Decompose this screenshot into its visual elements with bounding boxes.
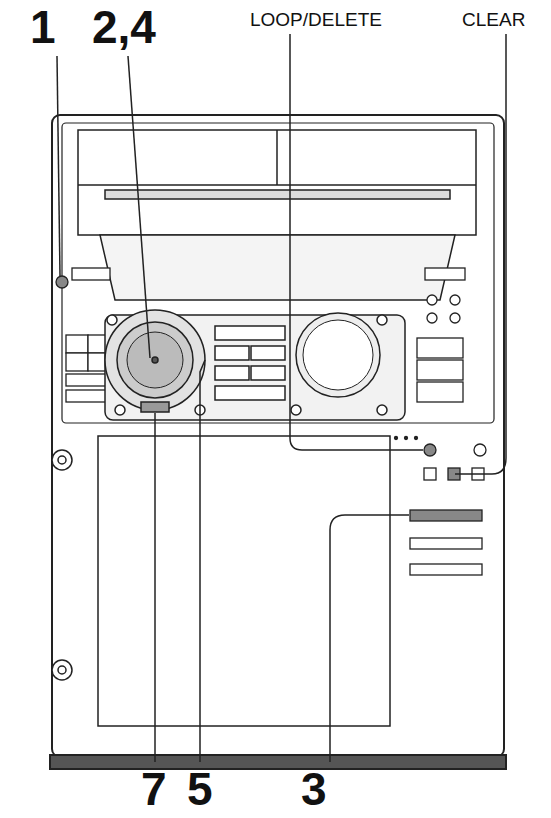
tape-deck	[52, 450, 72, 470]
housing	[52, 115, 504, 757]
front-buttons	[424, 468, 436, 480]
control-panel	[105, 315, 405, 420]
leader-line	[290, 34, 423, 450]
right-buttons	[427, 313, 437, 323]
tape-deck	[58, 666, 66, 674]
control-panel	[215, 326, 285, 340]
front-buttons	[474, 444, 486, 456]
control-panel	[377, 405, 387, 415]
front-buttons	[415, 437, 418, 440]
left-buttons	[66, 335, 88, 353]
leader-line	[57, 56, 60, 276]
control-panel	[377, 315, 387, 325]
cd-lid	[276, 130, 278, 185]
housing	[50, 115, 506, 769]
callout-number: 5	[187, 766, 213, 812]
left-buttons	[72, 268, 110, 280]
front-buttons	[410, 564, 482, 575]
housing	[62, 123, 494, 423]
control-panel	[115, 405, 125, 415]
front-buttons	[410, 538, 482, 549]
right-buttons	[417, 382, 463, 402]
tape-deck	[52, 436, 390, 726]
right-buttons	[417, 360, 463, 380]
control-panel	[105, 310, 205, 410]
left-buttons	[66, 374, 110, 386]
front-buttons	[395, 437, 398, 440]
left-buttons	[56, 268, 110, 402]
leader-line	[154, 413, 156, 762]
right-buttons	[425, 268, 465, 280]
tape-deck	[98, 436, 390, 726]
housing	[50, 755, 506, 769]
tape-deck	[52, 660, 72, 680]
right-buttons	[450, 295, 460, 305]
leader-line	[455, 34, 506, 474]
left-buttons	[56, 276, 68, 288]
front-buttons	[410, 510, 482, 521]
control-panel	[251, 346, 285, 360]
control-panel	[291, 405, 301, 415]
control-panel	[215, 366, 249, 380]
leader-line	[128, 56, 150, 358]
callout-number: 7	[141, 766, 167, 812]
cd-lid	[78, 130, 476, 300]
right-buttons	[417, 338, 463, 358]
callout-number: 3	[301, 766, 327, 812]
control-panel	[141, 402, 169, 412]
leader-line	[200, 360, 205, 762]
control-panel	[215, 346, 249, 360]
control-panel	[105, 310, 405, 420]
control-panel	[152, 357, 158, 363]
tape-deck	[58, 456, 66, 464]
front-buttons	[405, 437, 408, 440]
button-name: LOOP/DELETE	[250, 10, 382, 29]
left-buttons	[66, 353, 88, 371]
right-buttons	[427, 295, 437, 305]
control-panel	[251, 366, 285, 380]
leader-line	[330, 515, 409, 762]
right-buttons	[450, 313, 460, 323]
callout-number: 1	[30, 4, 56, 50]
control-panel	[296, 313, 380, 397]
cd-lid	[105, 190, 450, 199]
leader-line	[57, 34, 506, 762]
control-panel	[303, 320, 373, 390]
left-buttons	[66, 390, 110, 402]
button-name: CLEAR	[462, 10, 525, 29]
control-panel	[117, 322, 193, 398]
control-panel	[107, 315, 117, 325]
control-panel	[215, 386, 285, 400]
cd-lid	[100, 235, 455, 300]
control-panel	[127, 332, 183, 388]
front-buttons	[395, 437, 487, 576]
right-buttons	[417, 268, 465, 402]
front-buttons	[424, 444, 436, 456]
callout-number: 2,4	[92, 4, 156, 50]
